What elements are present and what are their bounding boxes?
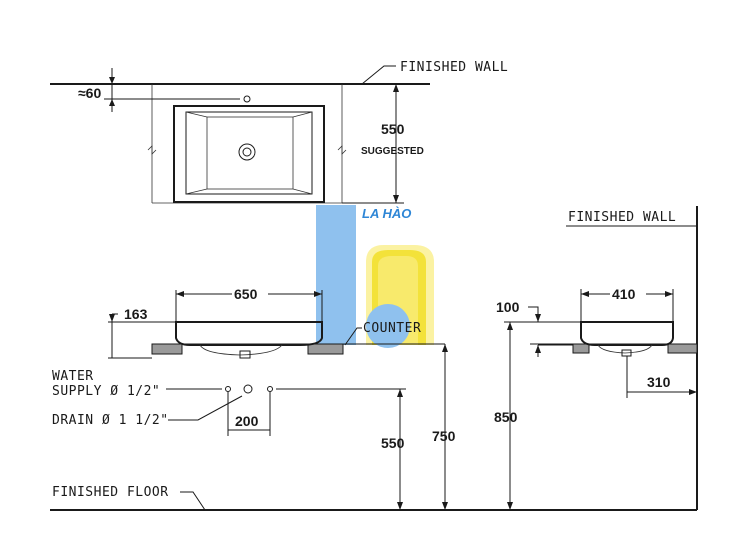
top-view: FINISHED WALL ≈60 550 SUGGESTED — [50, 60, 508, 204]
counter-leader — [344, 327, 362, 346]
side-drain-dim: 310 — [647, 374, 671, 390]
finished-wall-right-label: FINISHED WALL — [568, 210, 676, 225]
supply-pipe-right — [267, 386, 273, 392]
rim-height-dim: 850 — [494, 409, 518, 425]
basin-width-dim: 650 — [234, 286, 258, 302]
drain-pipe — [243, 384, 253, 394]
water-supply-label-2: SUPPLY Ø 1/2" — [52, 384, 160, 399]
suggested-note: SUGGESTED — [361, 146, 424, 157]
basin-inner — [185, 111, 313, 195]
pipe-spacing-dim: 200 — [235, 413, 259, 429]
counter-label: COUNTER — [363, 321, 421, 336]
floor: FINISHED FLOOR — [50, 485, 697, 511]
side-depth-dim: 410 — [612, 286, 636, 302]
basin-height-dim: 163 — [124, 306, 148, 322]
drain-label: DRAIN Ø 1 1/2" — [52, 413, 169, 428]
break-mark-right — [337, 145, 347, 155]
tap-hole — [243, 95, 251, 103]
drain-hole — [238, 143, 256, 161]
side-basin-profile — [580, 321, 674, 346]
tap-offset-dim: ≈60 — [78, 85, 101, 101]
top-wall-leader — [361, 65, 396, 85]
counter-block-right — [307, 343, 344, 355]
side-counter-block-right — [667, 343, 698, 354]
basin-bowl — [206, 116, 294, 190]
finished-wall-top-label: FINISHED WALL — [400, 60, 508, 75]
watermark-text: LA HÀO — [362, 206, 411, 221]
counter-block-left — [151, 343, 183, 355]
side-counter-block-left — [572, 343, 590, 354]
front-view: 650 163 COUNTER WATER SUPPLY Ø 1/2" DRAI… — [52, 284, 456, 510]
drain-leader — [168, 395, 243, 421]
drain-outlet — [239, 350, 251, 359]
break-mark-left — [147, 145, 157, 155]
basin-outer — [173, 105, 325, 203]
depth-dim: 550 — [381, 121, 405, 137]
counter-height-dim: 750 — [432, 428, 456, 444]
side-view: FINISHED WALL 410 100 850 — [494, 206, 698, 510]
finished-floor-label: FINISHED FLOOR — [52, 485, 169, 500]
logo-blue-dot — [366, 304, 410, 348]
side-rim-dim: 100 — [496, 299, 520, 315]
water-supply-label-1: WATER — [52, 369, 94, 384]
pipe-height-dim: 550 — [381, 435, 405, 451]
basin-front-profile — [175, 321, 323, 346]
supply-pipe-left — [225, 386, 231, 392]
floor-leader — [180, 491, 206, 511]
